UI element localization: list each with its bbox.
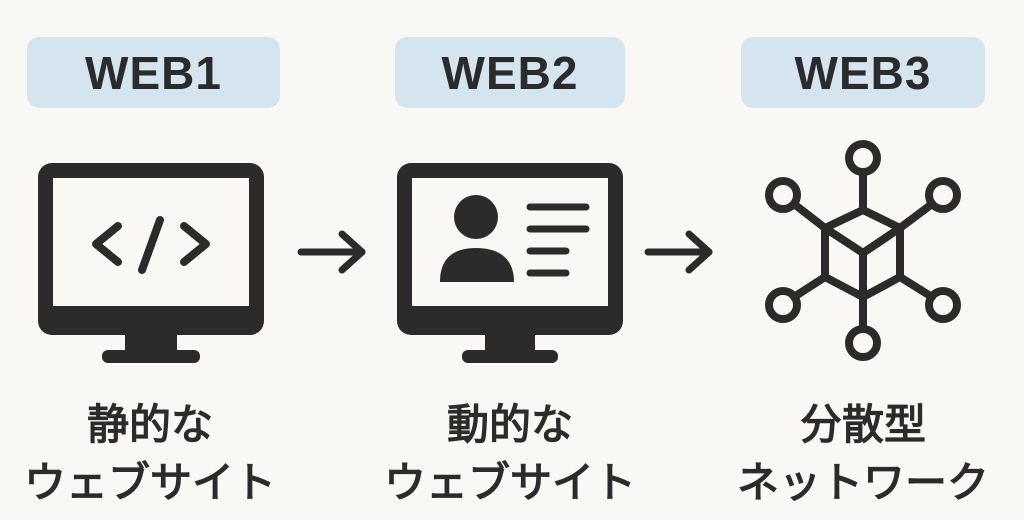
web2-caption: 動的な ウェブサイト xyxy=(360,396,660,512)
arrow-right-icon xyxy=(297,230,366,274)
web2-caption-line1: 動的な xyxy=(446,400,573,449)
monitor-profile-icon xyxy=(397,163,623,363)
monitor-code-icon xyxy=(38,163,264,363)
web2-label: WEB2 xyxy=(395,37,625,108)
web3-caption-line2: ネットワーク xyxy=(736,458,989,507)
web2-caption-line2: ウェブサイト xyxy=(383,458,636,507)
arrow-right-icon xyxy=(644,230,713,274)
web1-caption: 静的な ウェブサイト xyxy=(0,396,300,512)
web3-caption-line1: 分散型 xyxy=(799,400,926,449)
web1-label: WEB1 xyxy=(27,37,280,108)
web1-caption-line2: ウェブサイト xyxy=(23,458,276,507)
network-cube-icon xyxy=(765,140,961,361)
web3-caption: 分散型 ネットワーク xyxy=(713,396,1013,512)
web3-label: WEB3 xyxy=(741,37,985,108)
web1-caption-line1: 静的な xyxy=(86,400,213,449)
